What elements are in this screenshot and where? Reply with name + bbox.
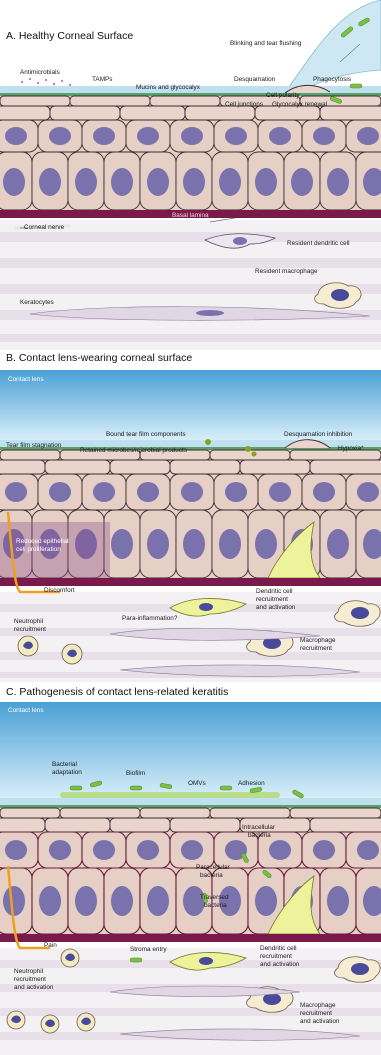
- label-bact-adapt-2: adaptation: [52, 769, 82, 776]
- label-desq-inhibition: Desquamation inhibition: [284, 431, 352, 438]
- contact-lens-b: [0, 370, 381, 440]
- label-keratocytes: Keratocytes: [20, 299, 54, 306]
- panel-c-illustration: [0, 686, 381, 1055]
- label-dc-3: and activation: [260, 961, 299, 968]
- label-dc-1: Dendritic cell: [260, 945, 297, 952]
- label-neutrophil-2: recruitment: [14, 626, 46, 633]
- label-adhesion: Adhesion: [238, 780, 265, 787]
- label-dc-2: recruitment: [260, 953, 292, 960]
- panel-b-illustration: [0, 352, 381, 682]
- label-reduced-prolif-2: cell proliferation: [16, 546, 61, 553]
- label-dc-recruit-2: recruitment: [256, 596, 288, 603]
- label-omvs: OMVs: [188, 780, 206, 787]
- panel-c: C. Pathogenesis of contact lens-related …: [0, 686, 381, 1055]
- label-hypoxia: Hypoxia*: [338, 445, 364, 452]
- label-neutrophil-1: Neutrophil: [14, 618, 43, 625]
- label-tamps: TAMPs: [92, 76, 112, 83]
- label-contact-lens-b: Contact lens: [8, 376, 44, 383]
- label-macrophage-1: Macrophage: [300, 637, 336, 644]
- label-neutrophil-3: and activation: [14, 984, 53, 991]
- label-pain: Pain: [44, 942, 57, 949]
- label-dc-recruit-1: Dendritic cell: [256, 588, 293, 595]
- label-paracellular-1: Paracellular: [196, 864, 230, 871]
- panel-a-illustration: [0, 0, 381, 350]
- label-para-inflammation: Para-inflammation?: [122, 615, 177, 622]
- label-macrophage-2: recruitment: [300, 1010, 332, 1017]
- label-neutrophil-1: Neutrophil: [14, 968, 43, 975]
- label-macrophage-1: Macrophage: [300, 1002, 336, 1009]
- label-blink: Blinking and tear flushing: [230, 40, 301, 47]
- label-phagocytosis: Phagocytosis: [313, 76, 351, 83]
- label-resident-dc: Resident dendritic cell: [287, 240, 350, 247]
- label-intracellular-1: Intracellular: [242, 824, 275, 831]
- label-macrophage-3: and activation: [300, 1018, 339, 1025]
- label-glycocalyx-renewal: Glycocalyx renewal: [272, 101, 327, 108]
- label-cell-junctions: Cell junctions: [225, 101, 263, 108]
- label-traversed-2: bacteria: [204, 902, 227, 909]
- label-basal-lamina: Basal lamina: [172, 212, 209, 219]
- label-macrophage-2: recruitment: [300, 645, 332, 652]
- label-cell-polarity: Cell polarity: [266, 92, 299, 99]
- label-biofilm: Biofilm: [126, 770, 145, 777]
- label-paracellular-2: bacteria: [200, 872, 223, 879]
- label-resident-macrophage: Resident macrophage: [255, 268, 318, 275]
- label-discomfort: Discomfort: [44, 587, 75, 594]
- panel-b: B. Contact lens-wearing corneal surface: [0, 352, 381, 682]
- label-bact-adapt-1: Bacterial: [52, 761, 77, 768]
- label-stroma-entry: Stroma entry: [130, 946, 167, 953]
- label-bound-tear: Bound tear film components: [106, 431, 186, 438]
- label-neutrophil-2: recruitment: [14, 976, 46, 983]
- label-desquamation: Desquamation: [234, 76, 275, 83]
- label-retained: Retained microbes/microbial products: [80, 447, 187, 454]
- label-reduced-prolif-1: Reduced epithelial: [16, 538, 69, 545]
- label-dc-recruit-3: and activation: [256, 604, 295, 611]
- label-contact-lens-c: Contact lens: [8, 707, 44, 714]
- biofilm: [60, 792, 280, 798]
- label-mucins: Mucins and glycocalyx: [136, 84, 200, 91]
- label-corneal-nerve: Corneal nerve: [24, 224, 64, 231]
- label-intracellular-2: bacteria: [248, 832, 271, 839]
- panel-a: A. Healthy Corneal Surface: [0, 0, 381, 350]
- label-antimicrobials: Antimicrobials: [20, 69, 60, 76]
- label-tear-stagnation: Tear film stagnation: [6, 442, 61, 449]
- label-traversed-1: Traversed: [200, 894, 229, 901]
